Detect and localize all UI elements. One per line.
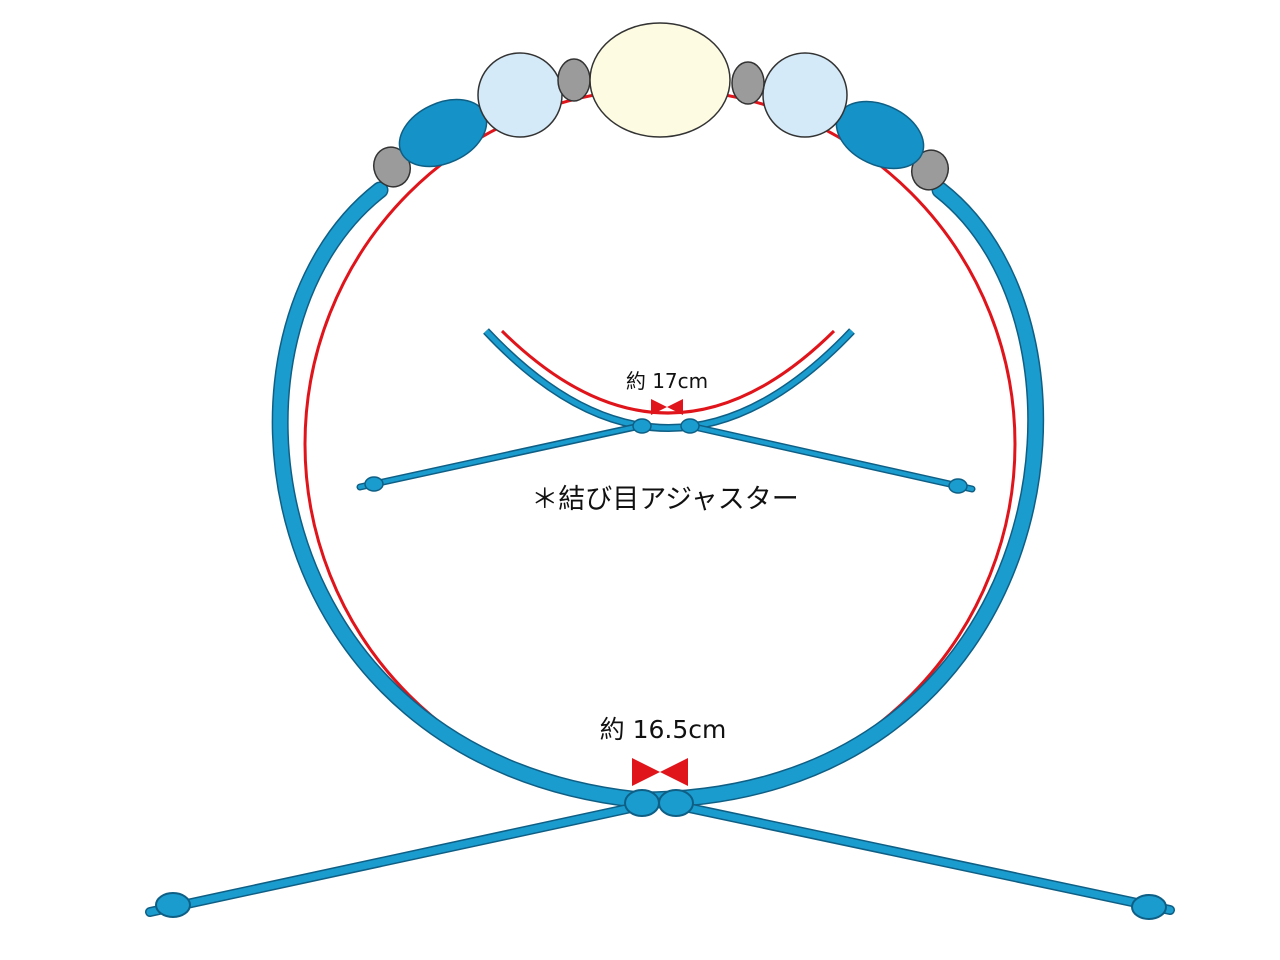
small-sliding-knot-left <box>632 418 652 434</box>
large-measure-circle <box>303 87 1017 801</box>
adjuster-detail <box>356 328 976 494</box>
beads <box>373 22 949 191</box>
large-measure-marker <box>632 758 688 786</box>
adjuster-label: ＊結び目アジャスター <box>531 484 799 515</box>
small-measure-arc <box>500 329 836 415</box>
spacer-bead-inner-left <box>557 58 591 102</box>
small-tail-right <box>688 424 974 491</box>
large-tail-knot-left <box>155 892 191 918</box>
small-tail-knot-right <box>948 478 968 494</box>
large-sliding-knot-left <box>624 789 660 817</box>
small-measure-marker <box>651 399 683 415</box>
small-cord-arc <box>484 329 854 431</box>
large-tail-knot-right <box>1131 894 1167 920</box>
small-sliding-knot-right <box>680 418 700 434</box>
light-bead-right <box>762 52 848 138</box>
large-sliding-knot-right <box>658 789 694 817</box>
small-tail-knot-left <box>364 476 384 492</box>
light-bead-left <box>477 52 563 138</box>
center-bead <box>589 22 731 138</box>
spacer-bead-inner-right <box>731 61 765 105</box>
small-tail-left <box>358 424 642 489</box>
large-size-label: 約 16.5cm <box>600 715 727 744</box>
small-size-label: 約 17cm <box>626 369 708 393</box>
large-cord-tails <box>145 800 1175 917</box>
